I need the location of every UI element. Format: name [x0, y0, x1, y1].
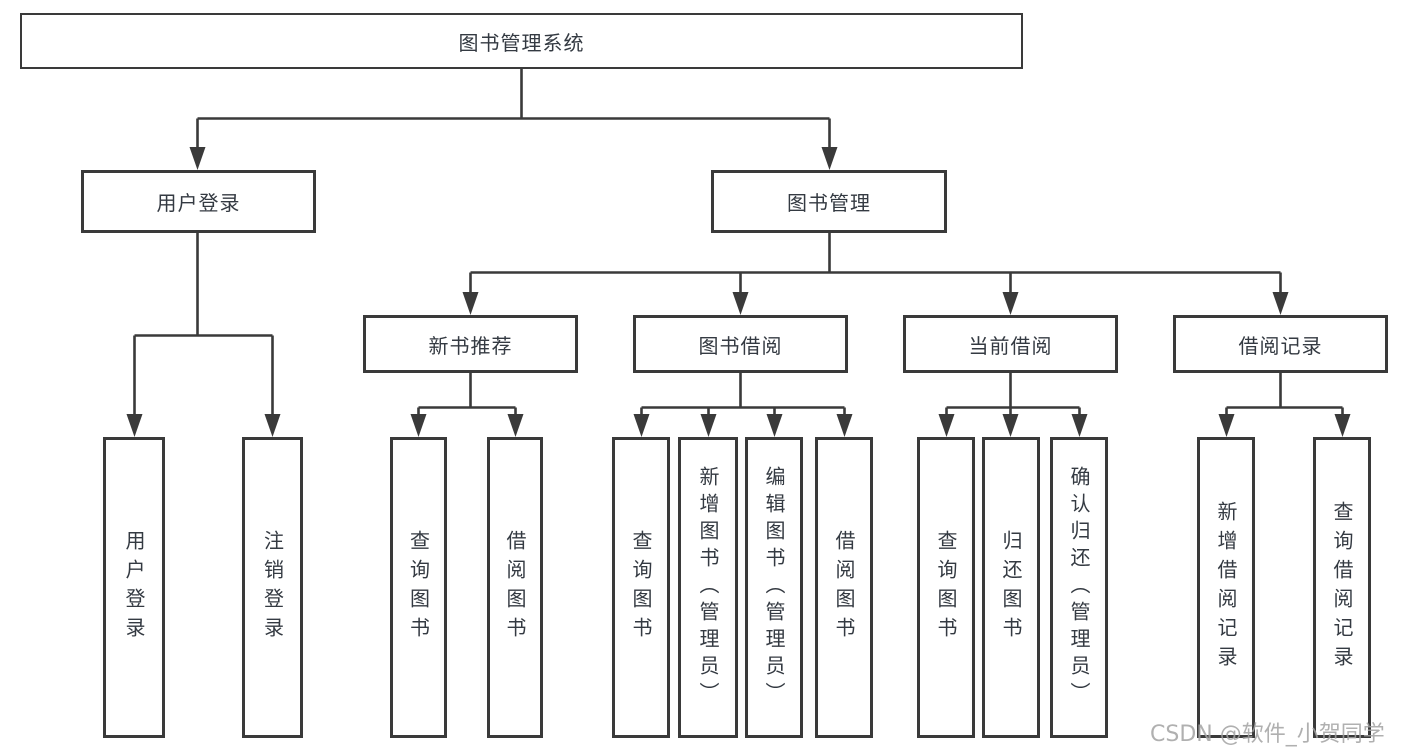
leaf-borrow-edit-books-admin: 编辑图书（管理员）: [745, 437, 803, 738]
connector-newbook-to-leaves: [417, 373, 517, 417]
arrow-to-current-borrow: [1002, 292, 1019, 315]
leaf-newbook-borrow-books: 借阅图书: [487, 437, 543, 738]
node-current-borrowing: 当前借阅: [903, 315, 1118, 373]
connector-borrowrecords-to-leaves: [1225, 373, 1344, 417]
arrow-to-borrow-records: [1272, 292, 1289, 315]
connector-currentborrow-to-leaves: [945, 373, 1081, 417]
arrow-to-book-mgmt: [821, 147, 838, 170]
arrow-to-current-query: [938, 414, 955, 437]
leaf-current-return-books: 归还图书: [982, 437, 1040, 738]
node-book-management: 图书管理: [711, 170, 947, 233]
arrow-to-newbook-query: [410, 414, 427, 437]
arrow-to-borrow-query: [633, 414, 650, 437]
node-user-login: 用户登录: [81, 170, 316, 233]
leaf-logout: 注销登录: [242, 437, 303, 738]
node-root: 图书管理系统: [20, 13, 1023, 69]
connector-root-to-level2: [196, 68, 831, 150]
leaf-user-login: 用户登录: [103, 437, 165, 738]
arrow-to-newbook-rec: [462, 292, 479, 315]
arrow-to-borrow-borrow: [836, 414, 853, 437]
arrow-to-user-login: [189, 147, 206, 170]
arrow-to-records-query: [1334, 414, 1351, 437]
connector-bookborrow-to-leaves: [640, 373, 846, 417]
leaf-current-confirm-return-admin: 确认归还（管理员）: [1050, 437, 1108, 738]
arrow-to-borrow-edit: [766, 414, 783, 437]
leaf-borrow-add-books-admin: 新增图书（管理员）: [678, 437, 738, 738]
csdn-watermark: CSDN @软件_小贺同学: [1150, 722, 1385, 747]
arrow-to-leaf-logout: [264, 414, 281, 437]
node-new-book-recommendation: 新书推荐: [363, 315, 578, 373]
leaf-newbook-query-books: 查询图书: [390, 437, 447, 738]
leaf-records-query-record: 查询借阅记录: [1313, 437, 1371, 738]
node-book-borrowing: 图书借阅: [633, 315, 848, 373]
arrow-to-borrow-add: [700, 414, 717, 437]
leaf-borrow-query-books: 查询图书: [612, 437, 670, 738]
leaf-borrow-borrow-books: 借阅图书: [815, 437, 873, 738]
connector-userlogin-to-leaves: [133, 233, 274, 417]
leaf-current-query-books: 查询图书: [917, 437, 975, 738]
arrow-to-current-return: [1002, 414, 1019, 437]
arrow-to-records-add: [1218, 414, 1235, 437]
arrow-to-newbook-borrow: [507, 414, 524, 437]
node-borrowing-records: 借阅记录: [1173, 315, 1388, 373]
arrow-to-book-borrow: [732, 292, 749, 315]
leaf-records-add-record: 新增借阅记录: [1197, 437, 1255, 738]
connector-bookmgmt-to-level3: [469, 233, 1282, 295]
arrow-to-current-confirm: [1071, 414, 1088, 437]
arrow-to-leaf-user-login: [126, 414, 143, 437]
